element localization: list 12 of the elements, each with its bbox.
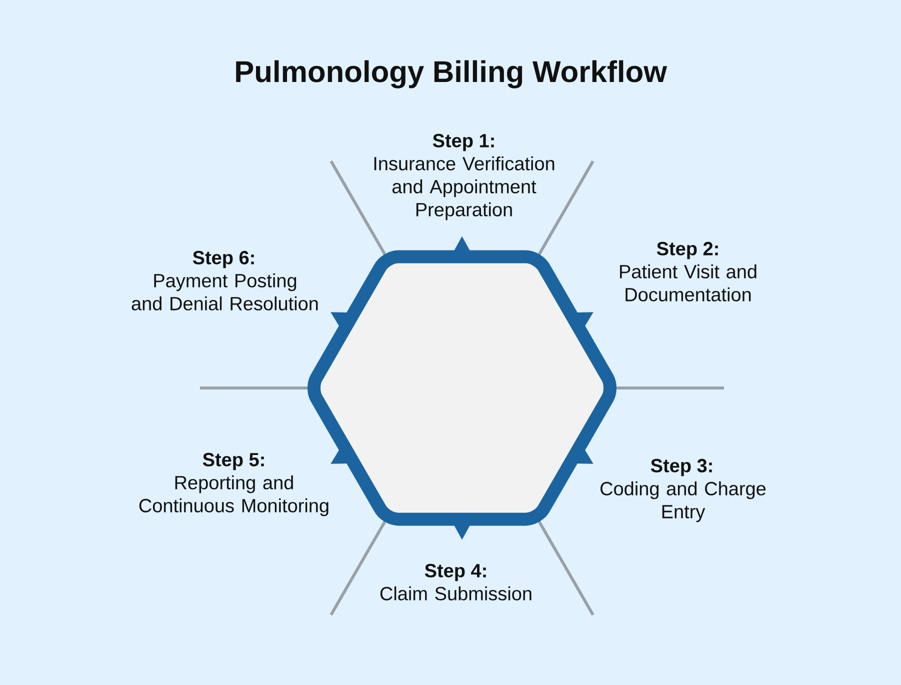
step-heading: Step 2: — [656, 242, 718, 260]
step-heading: Step 6: — [192, 250, 254, 268]
step-heading: Step 3: — [650, 458, 712, 476]
title: Pulmonology Billing Workflow — [236, 60, 668, 88]
step-description: Payment Posting and Denial Resolution — [132, 273, 318, 310]
step-description: Claim Submission — [380, 586, 532, 600]
step-heading: Step 4: — [424, 564, 486, 582]
step-description: Patient Visit and Documentation — [620, 264, 756, 302]
step-heading: Step 5: — [202, 452, 264, 470]
step-description: Reporting and Continuous Monitoring — [139, 475, 328, 516]
step-description: Insurance Verification and Appointment Preparation — [374, 156, 554, 220]
step-description: Coding and Charge Entry — [600, 481, 766, 522]
